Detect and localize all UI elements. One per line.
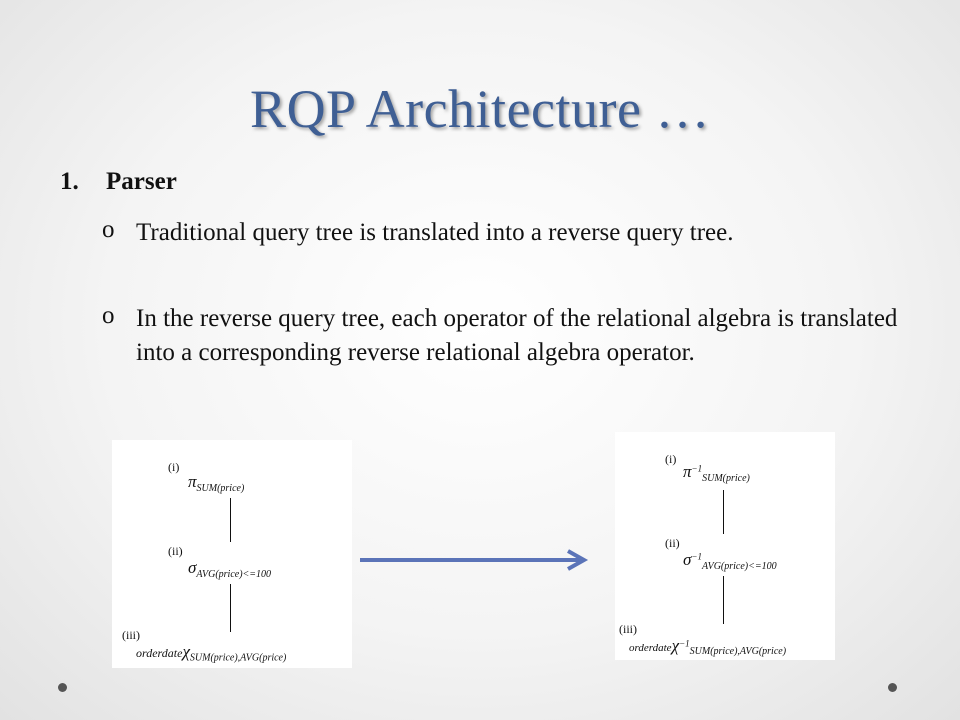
- tree-node-selection: σAVG(price)<=100: [188, 558, 271, 580]
- operator-subscript: SUM(price),AVG(price): [189, 652, 287, 664]
- node-label: (iii): [619, 622, 637, 636]
- operator-prefix: orderdate: [629, 642, 672, 654]
- operator-symbol: χ: [182, 642, 190, 661]
- bullet-marker: o: [102, 302, 115, 329]
- node-label: (i): [665, 452, 677, 466]
- bullet-text: Traditional query tree is translated int…: [136, 219, 734, 246]
- operator-prefix: orderdate: [136, 646, 183, 660]
- node-label: (ii): [665, 536, 680, 550]
- operator-subscript: AVG(price)<=100: [701, 560, 777, 572]
- bullet-text: In the reverse query tree, each operator…: [136, 305, 898, 366]
- reverse-query-tree: (i) π−1SUM(price) (ii) σ−1AVG(price)<=10…: [615, 432, 835, 660]
- node-label: (ii): [168, 544, 183, 558]
- tree-node-reverse-aggregation: orderdateχ−1SUM(price),AVG(price): [629, 636, 786, 657]
- tree-node-aggregation: orderdateχSUM(price),AVG(price): [136, 642, 286, 663]
- node-label: (iii): [122, 628, 140, 642]
- tree-edge: [723, 490, 724, 534]
- operator-symbol: π: [188, 472, 197, 491]
- tree-node-projection: πSUM(price): [188, 472, 244, 494]
- operator-superscript: −1: [679, 638, 690, 649]
- operator-subscript: SUM(price): [196, 482, 245, 494]
- tree-node-reverse-projection: π−1SUM(price): [683, 462, 750, 484]
- operator-subscript: SUM(price): [702, 472, 750, 484]
- tree-edge: [230, 498, 231, 542]
- section-number: 1.: [60, 168, 79, 195]
- section-title: Parser: [106, 168, 177, 195]
- tree-edge: [230, 584, 231, 632]
- decorative-dot: [58, 683, 67, 692]
- node-label: (i): [168, 460, 180, 474]
- operator-subscript: AVG(price)<=100: [196, 568, 272, 580]
- operator-superscript: −1: [691, 463, 703, 474]
- bullet-marker: o: [102, 216, 115, 243]
- traditional-query-tree: (i) πSUM(price) (ii) σAVG(price)<=100 (i…: [112, 440, 352, 668]
- operator-symbol: σ: [188, 558, 197, 577]
- operator-symbol: π: [683, 462, 692, 481]
- operator-symbol: σ: [683, 550, 692, 569]
- tree-edge: [723, 576, 724, 624]
- operator-symbol: χ: [671, 636, 680, 655]
- operator-subscript: SUM(price),AVG(price): [689, 646, 787, 658]
- section-heading: 1. Parser: [60, 168, 177, 196]
- operator-superscript: −1: [691, 551, 702, 562]
- transform-arrow: [360, 549, 589, 571]
- tree-node-reverse-selection: σ−1AVG(price)<=100: [683, 550, 777, 572]
- slide-title: RQP Architecture …: [250, 79, 710, 139]
- decorative-dot: [888, 683, 897, 692]
